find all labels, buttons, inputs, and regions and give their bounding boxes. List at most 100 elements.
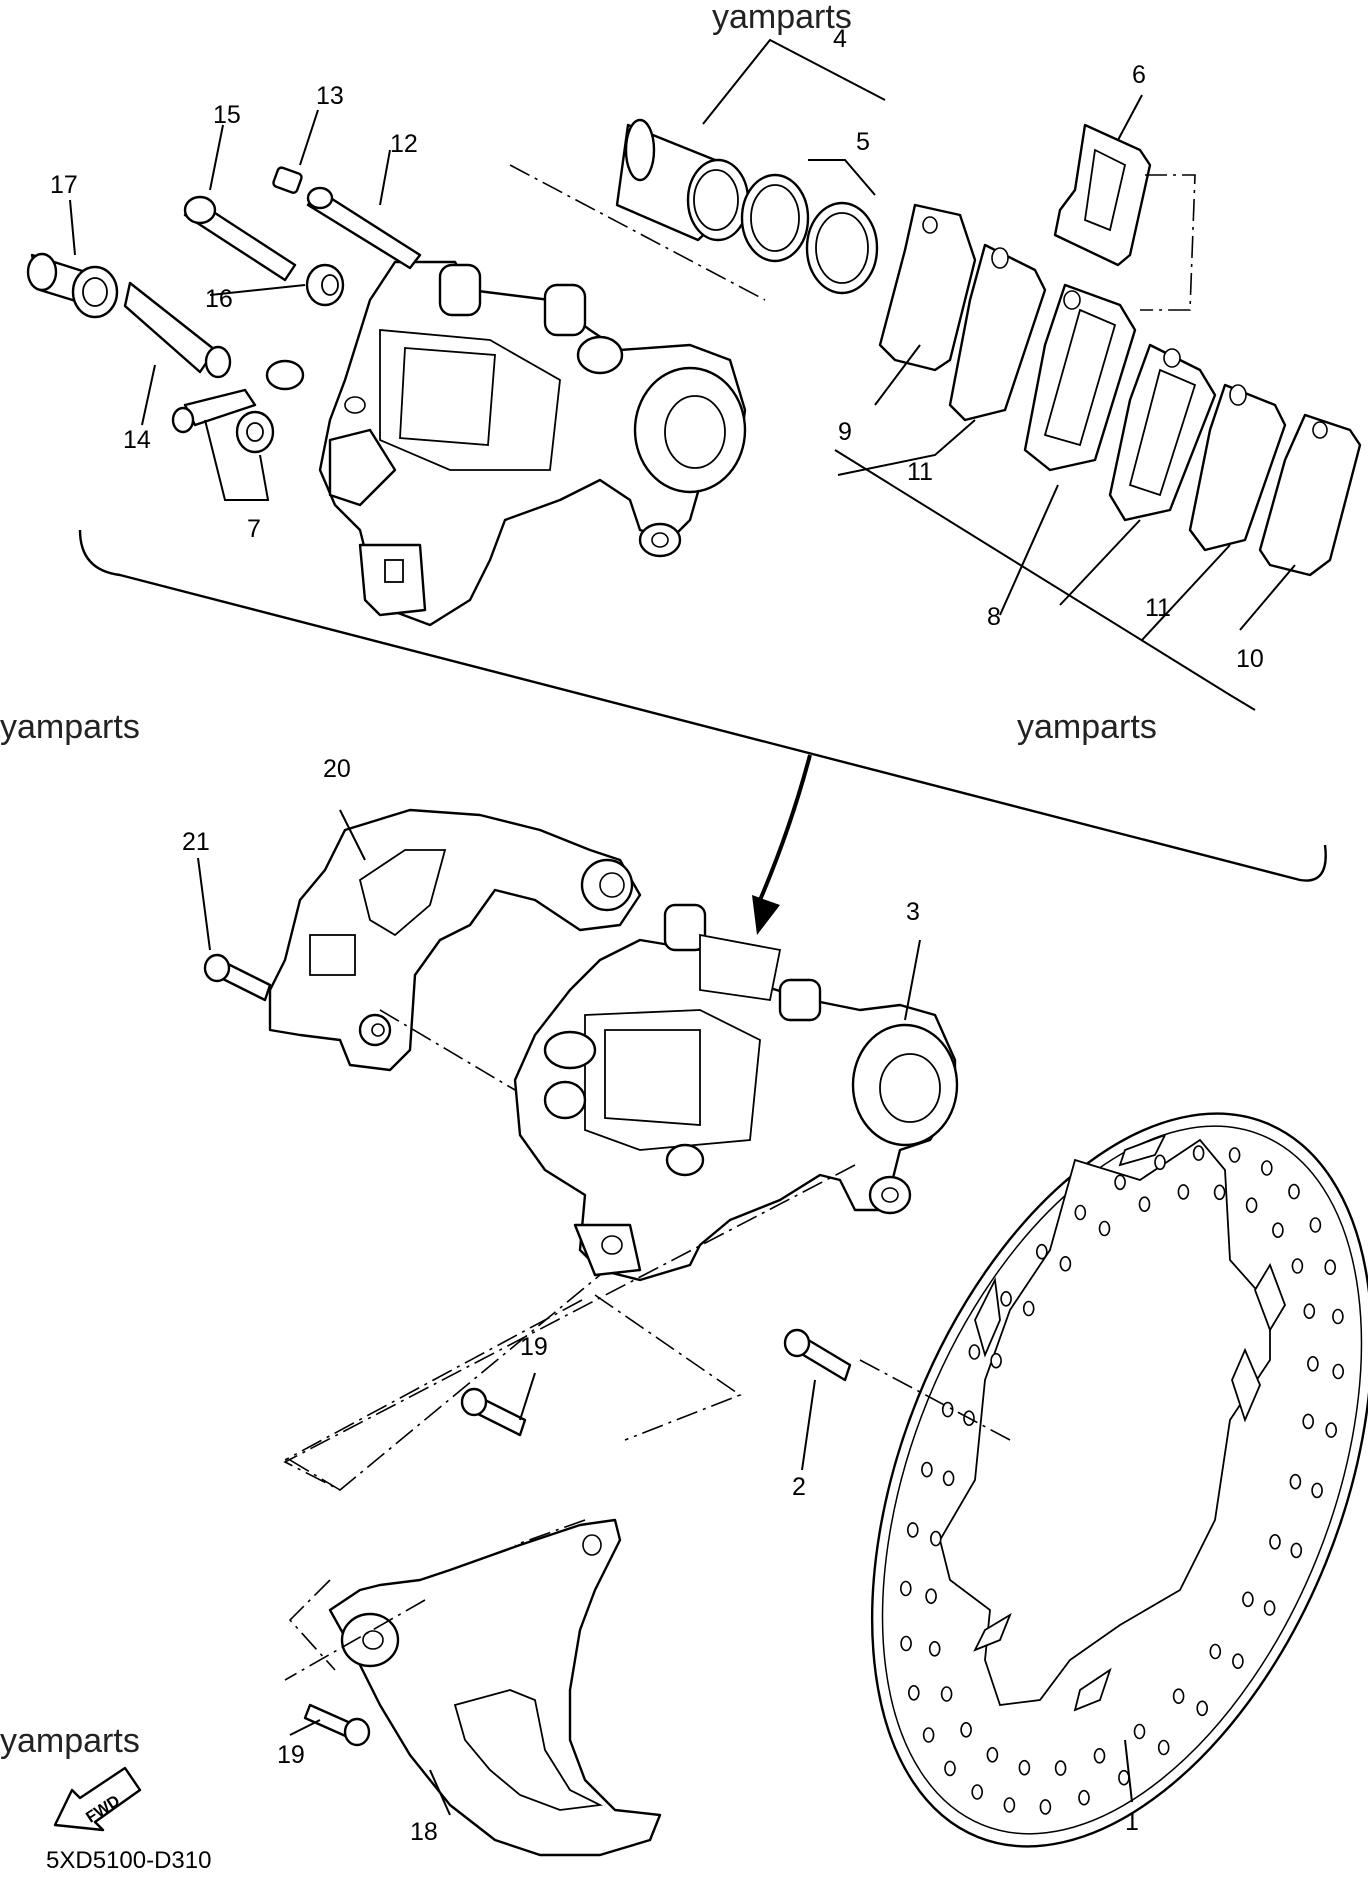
callout-5: 5 bbox=[856, 128, 870, 156]
watermark-left: yamparts bbox=[0, 708, 140, 746]
watermark-right: yamparts bbox=[1017, 708, 1157, 746]
disc-hole bbox=[921, 1461, 933, 1478]
caliper-piston bbox=[615, 118, 750, 242]
disc-hole bbox=[1245, 1197, 1258, 1213]
disc-hole bbox=[1309, 1217, 1322, 1233]
caliper-bracket bbox=[268, 808, 642, 1072]
disc-hole bbox=[968, 1344, 981, 1360]
disc-hole bbox=[1059, 1256, 1072, 1272]
disc-hole bbox=[944, 1760, 956, 1777]
callout-9: 9 bbox=[838, 418, 852, 446]
disc-hole bbox=[1154, 1154, 1166, 1171]
disc-hole bbox=[1039, 1799, 1052, 1815]
disc-hole bbox=[971, 1784, 984, 1800]
lower-bolts bbox=[203, 953, 852, 1747]
brake-pad-right bbox=[1108, 343, 1217, 522]
assembled-caliper bbox=[513, 903, 959, 1282]
callout-3: 3 bbox=[906, 898, 920, 926]
callout-21: 21 bbox=[182, 828, 210, 856]
disc-hole bbox=[1228, 1147, 1241, 1163]
disc-hole bbox=[1302, 1413, 1314, 1430]
disc-hole bbox=[1177, 1184, 1190, 1200]
callout-16: 16 bbox=[205, 285, 233, 313]
callout-12: 12 bbox=[390, 130, 418, 158]
callout-4: 4 bbox=[833, 25, 847, 53]
disc-hole bbox=[1291, 1258, 1304, 1274]
callout-20: 20 bbox=[323, 755, 351, 783]
assembly-brace bbox=[78, 529, 1327, 935]
disc-hole bbox=[1036, 1243, 1048, 1260]
callout-17: 17 bbox=[50, 171, 78, 199]
disc-hole bbox=[1242, 1591, 1254, 1608]
callout-18: 18 bbox=[410, 1818, 438, 1846]
upper-callouts: 4 5 6 12 13 15 17 16 14 7 9 11 8 11 10 bbox=[50, 25, 1264, 673]
disc-hole bbox=[1196, 1700, 1208, 1717]
disc-hole bbox=[1133, 1723, 1146, 1740]
disc-hole bbox=[1003, 1797, 1016, 1813]
watermark-top: yamparts bbox=[712, 0, 852, 36]
disc-hole bbox=[1269, 1534, 1281, 1550]
disc-hole bbox=[1157, 1739, 1170, 1756]
disc-hole bbox=[1074, 1204, 1087, 1221]
disc-hole bbox=[1022, 1300, 1035, 1317]
disc-hole bbox=[906, 1522, 919, 1538]
callout-7: 7 bbox=[247, 515, 261, 543]
disc-hole bbox=[1114, 1174, 1126, 1191]
brake-disc-guard bbox=[328, 1518, 662, 1857]
brake-pad-shim-left bbox=[878, 203, 977, 372]
callout-10: 10 bbox=[1236, 645, 1264, 673]
piston-seals bbox=[740, 173, 879, 295]
disc-hole bbox=[990, 1352, 1002, 1369]
disc-hole bbox=[1289, 1473, 1302, 1490]
disc-hole bbox=[925, 1588, 937, 1604]
disc-hole bbox=[1290, 1542, 1303, 1559]
disc-hole bbox=[900, 1635, 912, 1652]
disc-hole bbox=[1263, 1600, 1276, 1616]
disc-hole bbox=[1172, 1688, 1185, 1704]
callout-11-left: 11 bbox=[907, 458, 933, 486]
callout-19-upper: 19 bbox=[520, 1333, 548, 1361]
disc-hole bbox=[1098, 1220, 1111, 1237]
disc-hole bbox=[1192, 1145, 1205, 1161]
lower-assembly-lines bbox=[283, 1009, 1011, 1681]
disc-hole bbox=[1288, 1183, 1300, 1200]
brake-disc bbox=[870, 1112, 1368, 1848]
disc-hole bbox=[1272, 1222, 1284, 1238]
disc-hole bbox=[1232, 1653, 1244, 1669]
disc-hole bbox=[1311, 1482, 1323, 1499]
upper-assembly-lines bbox=[509, 164, 1196, 311]
disc-hole bbox=[899, 1580, 912, 1597]
disc-hole bbox=[1018, 1759, 1031, 1776]
fwd-arrow-icon: FWD bbox=[53, 1766, 142, 1832]
callout-11-right: 11 bbox=[1145, 594, 1171, 622]
disc-hole bbox=[1303, 1303, 1316, 1319]
disc-hole bbox=[1307, 1356, 1319, 1372]
callout-1: 1 bbox=[1125, 1808, 1139, 1836]
disc-hole bbox=[929, 1530, 942, 1547]
disc-hole bbox=[1332, 1308, 1344, 1325]
brake-pad-left bbox=[1023, 283, 1137, 472]
watermark-bottom-left: yamparts bbox=[0, 1722, 140, 1760]
disc-hole bbox=[1261, 1160, 1273, 1176]
brake-pad-shim-right bbox=[1258, 413, 1362, 577]
pad-insulator-left bbox=[948, 243, 1047, 422]
disc-hole bbox=[1332, 1363, 1344, 1380]
callout-15: 15 bbox=[213, 101, 241, 129]
upper-caliper-assembly bbox=[318, 260, 747, 627]
lower-leader-lines bbox=[197, 809, 1133, 1816]
disc-hole bbox=[1138, 1196, 1151, 1212]
disc-hole bbox=[960, 1722, 972, 1738]
pad-support-clip bbox=[1053, 123, 1152, 267]
disc-hole bbox=[1118, 1769, 1130, 1786]
disc-hole bbox=[1078, 1789, 1090, 1806]
disc-hole bbox=[942, 1470, 955, 1487]
pad-insulator-right bbox=[1188, 383, 1287, 552]
callout-19-lower: 19 bbox=[277, 1741, 305, 1769]
disc-vent-holes bbox=[899, 1145, 1344, 1815]
disc-hole bbox=[1324, 1259, 1336, 1275]
callout-8: 8 bbox=[987, 603, 1001, 631]
disc-hole bbox=[941, 1401, 954, 1418]
disc-hole bbox=[940, 1686, 953, 1702]
callout-2: 2 bbox=[792, 1473, 806, 1501]
